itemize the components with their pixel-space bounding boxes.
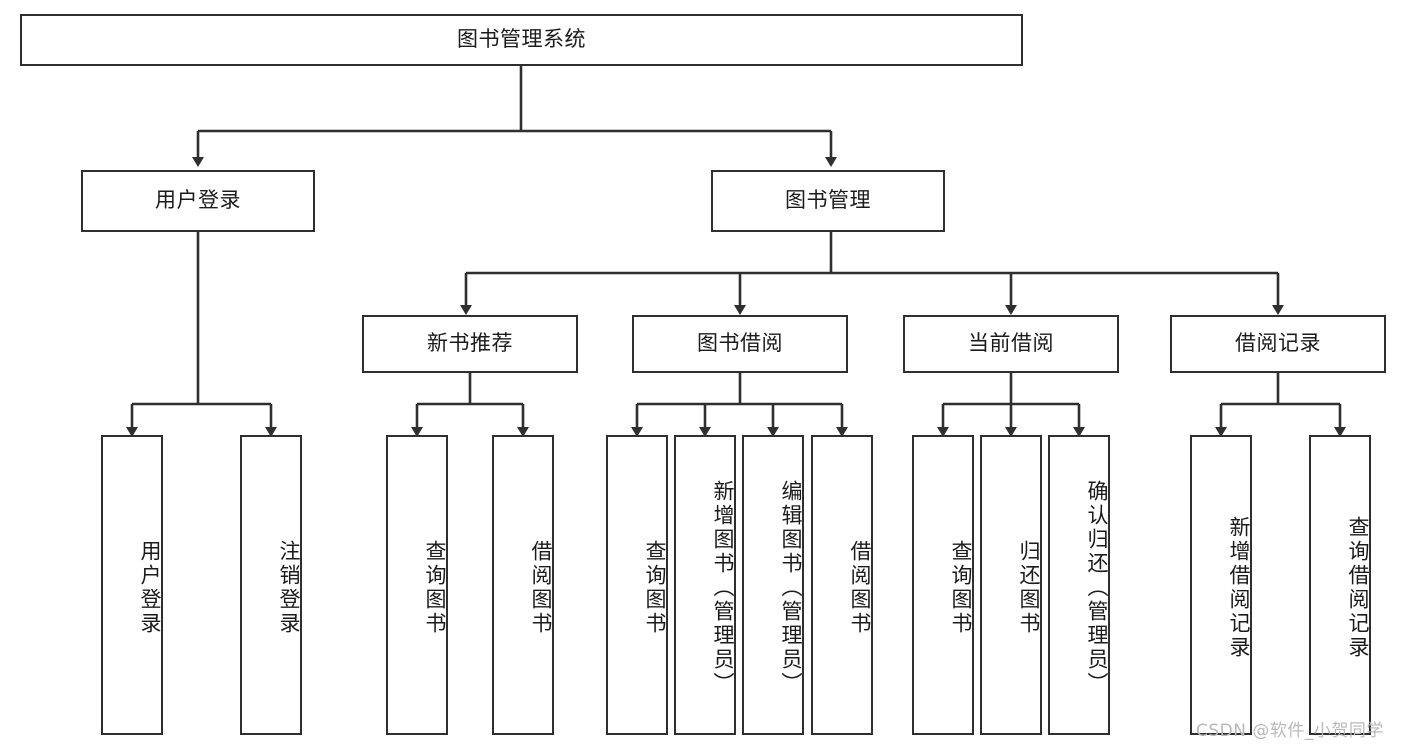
node-label: 编辑图书（管理员） bbox=[779, 480, 803, 696]
node-root-system[interactable]: 图书管理系统 bbox=[20, 14, 1023, 66]
leaf-current-confirm-return-admin[interactable]: 确认归还（管理员） bbox=[1048, 435, 1110, 735]
node-label: 查询图书 bbox=[949, 540, 973, 636]
node-label: 图书借阅 bbox=[697, 331, 783, 356]
leaf-record-query-record[interactable]: 查询借阅记录 bbox=[1309, 435, 1371, 735]
watermark: CSDN @软件_小贺同学 bbox=[1196, 721, 1384, 741]
node-label: 借阅图书 bbox=[529, 540, 553, 636]
leaf-recommend-borrow-book[interactable]: 借阅图书 bbox=[492, 435, 554, 735]
leaf-borrow-query-book[interactable]: 查询图书 bbox=[606, 435, 668, 735]
node-label: 当前借阅 bbox=[968, 331, 1054, 356]
leaf-borrow-edit-book-admin[interactable]: 编辑图书（管理员） bbox=[742, 435, 804, 735]
node-label: 注销登录 bbox=[277, 540, 301, 636]
node-current-borrow[interactable]: 当前借阅 bbox=[903, 315, 1119, 373]
node-borrow-record[interactable]: 借阅记录 bbox=[1170, 315, 1386, 373]
leaf-user-login-logout[interactable]: 注销登录 bbox=[240, 435, 302, 735]
node-label: 用户登录 bbox=[138, 540, 162, 636]
leaf-current-return-book[interactable]: 归还图书 bbox=[980, 435, 1042, 735]
node-label: 查询借阅记录 bbox=[1346, 516, 1370, 660]
node-user-login[interactable]: 用户登录 bbox=[81, 170, 315, 232]
node-label: 确认归还（管理员） bbox=[1085, 480, 1109, 696]
node-label: 新增图书（管理员） bbox=[711, 480, 735, 696]
leaf-borrow-add-book-admin[interactable]: 新增图书（管理员） bbox=[674, 435, 736, 735]
node-label: 借阅图书 bbox=[848, 540, 872, 636]
node-label: 借阅记录 bbox=[1235, 331, 1321, 356]
leaf-borrow-borrow-book[interactable]: 借阅图书 bbox=[811, 435, 873, 735]
node-book-borrow[interactable]: 图书借阅 bbox=[632, 315, 848, 373]
node-label: 图书管理 bbox=[785, 188, 871, 213]
node-label: 查询图书 bbox=[423, 540, 447, 636]
leaf-record-add-record[interactable]: 新增借阅记录 bbox=[1190, 435, 1252, 735]
leaf-recommend-query-book[interactable]: 查询图书 bbox=[386, 435, 448, 735]
node-label: 新增借阅记录 bbox=[1227, 516, 1251, 660]
leaf-current-query-book[interactable]: 查询图书 bbox=[912, 435, 974, 735]
node-label: 图书管理系统 bbox=[457, 27, 586, 52]
node-new-book-recommend[interactable]: 新书推荐 bbox=[362, 315, 578, 373]
node-book-management[interactable]: 图书管理 bbox=[711, 170, 945, 232]
leaf-user-login-login[interactable]: 用户登录 bbox=[101, 435, 163, 735]
node-label: 查询图书 bbox=[643, 540, 667, 636]
node-label: 新书推荐 bbox=[427, 331, 513, 356]
node-label: 归还图书 bbox=[1017, 540, 1041, 636]
node-label: 用户登录 bbox=[155, 188, 241, 213]
